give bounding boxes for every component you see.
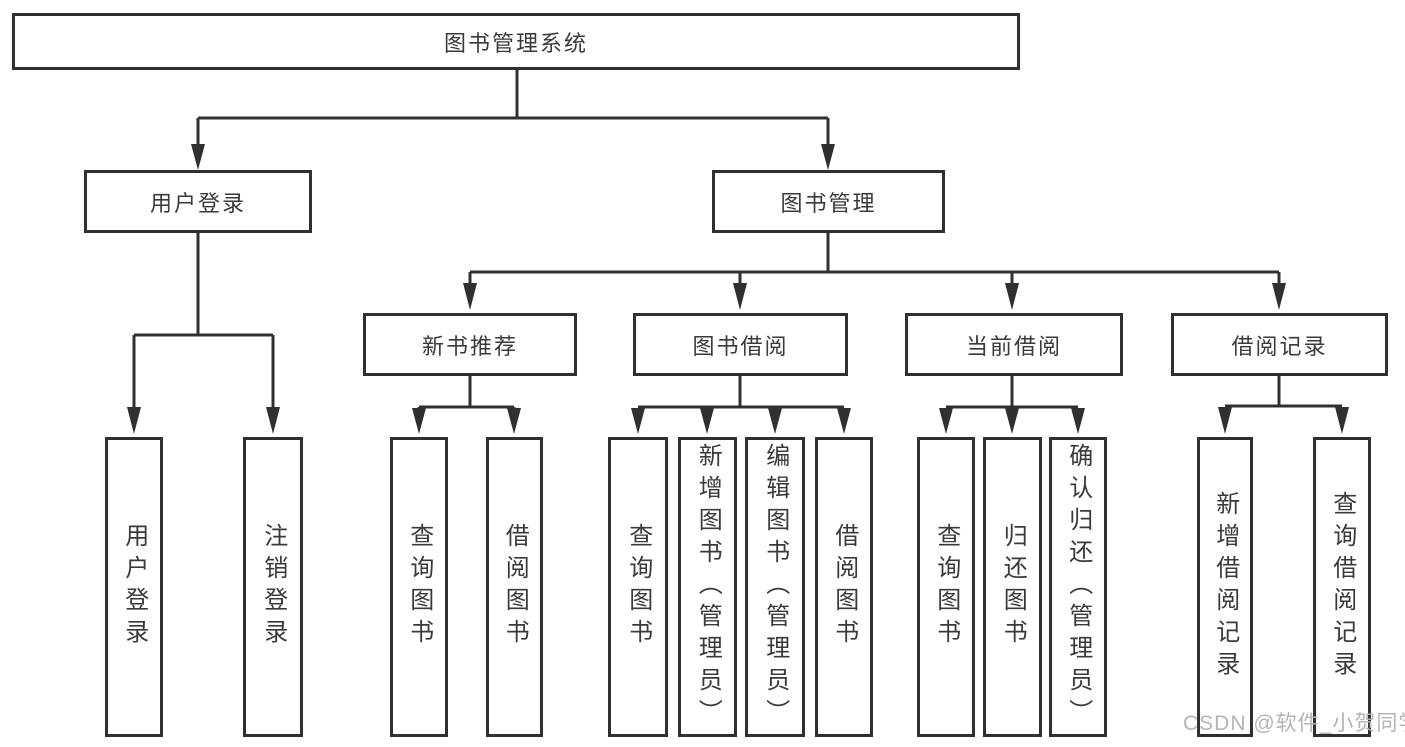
leaf-user-login: 用户登录 <box>105 437 163 737</box>
node-new-book-rec: 新书推荐 <box>363 313 577 376</box>
leaf-query-borrow-record-label: 查询借阅记录 <box>1328 491 1356 683</box>
leaf-add-borrow-record: 新增借阅记录 <box>1197 437 1253 737</box>
leaf-edit-books-admin: 编辑图书（管理员） <box>745 437 805 737</box>
leaf-add-books-admin-label: 新增图书（管理员） <box>694 443 722 731</box>
leaf-logout-label: 注销登录 <box>259 523 287 651</box>
node-borrow-records: 借阅记录 <box>1171 313 1388 376</box>
leaf-query-books-borrow: 查询图书 <box>608 437 668 737</box>
node-current-borrow: 当前借阅 <box>905 313 1123 376</box>
node-root: 图书管理系统 <box>12 13 1020 70</box>
leaf-query-books-current: 查询图书 <box>917 437 975 737</box>
leaf-add-borrow-record-label: 新增借阅记录 <box>1211 491 1239 683</box>
connector-root <box>196 70 830 146</box>
node-book-borrow: 图书借阅 <box>633 313 848 376</box>
leaf-borrow-books-rec-label: 借阅图书 <box>501 523 529 651</box>
leaf-query-books-current-label: 查询图书 <box>932 523 960 651</box>
node-current-borrow-label: 当前借阅 <box>965 333 1062 359</box>
leaf-query-borrow-record: 查询借阅记录 <box>1313 437 1371 737</box>
leaf-query-books-rec: 查询图书 <box>390 437 448 737</box>
leaf-return-books-label: 归还图书 <box>999 523 1027 651</box>
connector-book-borrow <box>638 376 844 410</box>
leaf-borrow-books-rec: 借阅图书 <box>486 437 543 737</box>
leaf-query-books-borrow-label: 查询图书 <box>624 523 652 651</box>
arrowheads <box>127 144 1349 434</box>
node-user-login-label: 用户登录 <box>149 190 246 216</box>
node-new-book-rec-label: 新书推荐 <box>421 333 518 359</box>
csdn-watermark: CSDN @软件_小贺同学 <box>1183 712 1405 735</box>
leaf-confirm-return-admin-label: 确认归还（管理员） <box>1064 443 1092 731</box>
node-borrow-records-label: 借阅记录 <box>1231 333 1328 359</box>
node-root-label: 图书管理系统 <box>443 30 588 56</box>
connector-user-login <box>132 233 275 409</box>
leaf-edit-books-admin-label: 编辑图书（管理员） <box>761 443 789 731</box>
leaf-borrow-books: 借阅图书 <box>815 437 873 737</box>
leaf-user-login-label: 用户登录 <box>120 523 148 651</box>
leaf-query-books-rec-label: 查询图书 <box>405 523 433 651</box>
node-book-borrow-label: 图书借阅 <box>692 333 789 359</box>
leaf-confirm-return-admin: 确认归还（管理员） <box>1049 437 1107 737</box>
node-book-mgmt: 图书管理 <box>712 170 945 233</box>
node-book-mgmt-label: 图书管理 <box>780 190 877 216</box>
connector-new-book-rec <box>417 376 516 410</box>
leaf-borrow-books-label: 借阅图书 <box>830 523 858 651</box>
node-user-login: 用户登录 <box>84 170 312 233</box>
connector-book-mgmt <box>468 233 1281 284</box>
connector-borrow-records <box>1225 376 1342 408</box>
leaf-logout: 注销登录 <box>243 437 303 737</box>
leaf-add-books-admin: 新增图书（管理员） <box>678 437 737 737</box>
leaf-return-books: 归还图书 <box>983 437 1042 737</box>
connector-current-borrow <box>946 376 1078 409</box>
